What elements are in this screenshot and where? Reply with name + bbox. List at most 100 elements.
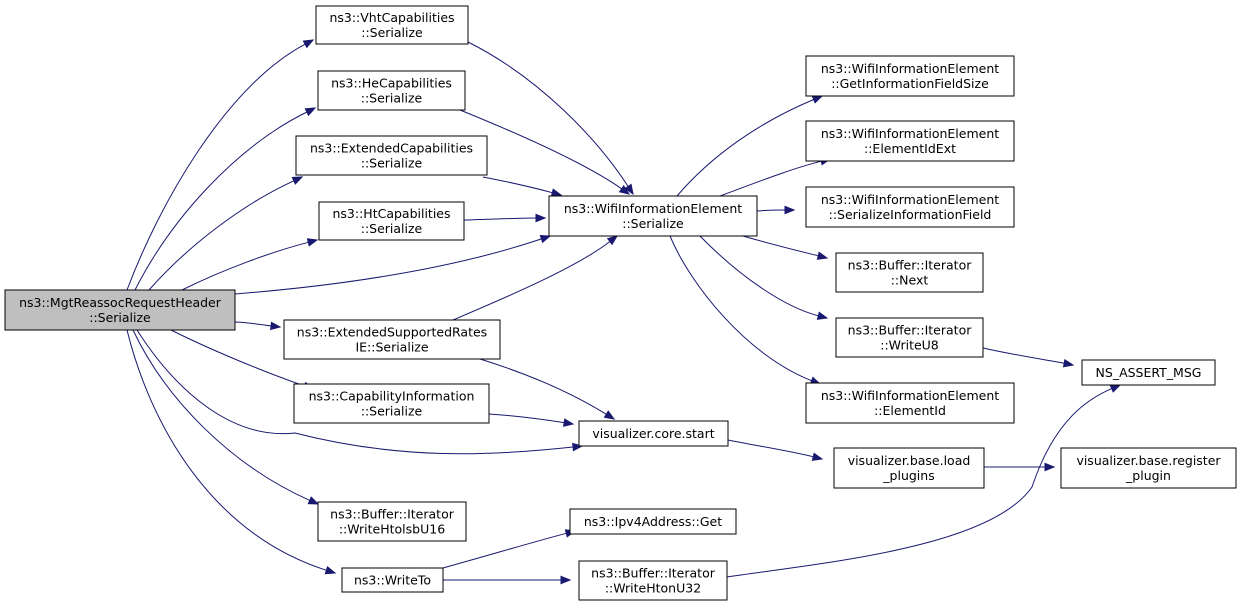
- node-label-line: ns3::CapabilityInformation: [309, 389, 475, 404]
- node-box: [283, 319, 501, 360]
- function-node-wie-element-id-ext[interactable]: ns3::WifiInformationElement::ElementIdEx…: [805, 120, 1015, 162]
- edge-line: [442, 532, 567, 569]
- edge-line: [234, 321, 272, 327]
- edge-line: [136, 329, 574, 455]
- node-label-line: ns3::VhtCapabilities: [329, 10, 454, 25]
- edge-line: [132, 329, 311, 501]
- node-box: [341, 567, 444, 593]
- node-label-line: ::SerializeInformationField: [829, 207, 992, 222]
- function-node-vht-serialize[interactable]: ns3::VhtCapabilities::Serialize: [315, 5, 469, 45]
- call-edge-ext_rates_serialize-to-wie_serialize: [452, 235, 619, 321]
- function-node-wie-get-size[interactable]: ns3::WifiInformationElement::GetInformat…: [805, 55, 1015, 97]
- node-box: [578, 560, 728, 601]
- edge-line: [756, 209, 786, 212]
- arrowhead-icon: [1044, 462, 1056, 472]
- function-node-visualizer-start[interactable]: visualizer.core.start: [578, 420, 729, 447]
- function-node-wie-element-id[interactable]: ns3::WifiInformationElement::ElementId: [805, 382, 1015, 424]
- node-label-line: visualizer.base.register: [1076, 453, 1221, 468]
- node-label-line: ns3::Buffer::Iterator: [848, 258, 973, 273]
- arrowhead-icon: [1109, 384, 1122, 393]
- node-label-line: ns3::ExtendedCapabilities: [310, 141, 473, 156]
- edge-line: [727, 439, 814, 458]
- node-label-line: ns3::WifiInformationElement: [821, 61, 999, 76]
- edge-line: [459, 109, 622, 190]
- function-node-register-plugin[interactable]: visualizer.base.register_plugin: [1060, 447, 1237, 489]
- arrowhead-icon: [539, 234, 552, 244]
- edge-line: [719, 160, 822, 197]
- call-edge-wie_serialize-to-wie_get_size: [676, 95, 824, 197]
- node-label-line: ns3::WriteTo: [354, 573, 431, 588]
- node-box: [805, 186, 1015, 228]
- edge-line: [467, 41, 629, 187]
- node-label-line: ::Serialize: [622, 216, 684, 231]
- arrowhead-icon: [606, 235, 619, 246]
- edge-line: [488, 413, 565, 424]
- function-node-load-plugins[interactable]: visualizer.base.load_plugins: [833, 447, 985, 489]
- arrowhead-icon: [535, 213, 547, 223]
- function-node-iter-next[interactable]: ns3::Buffer::Iterator::Next: [835, 252, 984, 293]
- call-edge-wie_serialize-to-wie_serialize_field: [756, 205, 796, 215]
- edge-line: [482, 176, 553, 194]
- node-label-line: ns3::HeCapabilities: [331, 76, 452, 91]
- node-box: [805, 55, 1015, 97]
- function-node-ht-serialize[interactable]: ns3::HtCapabilities::Serialize: [318, 201, 465, 241]
- edge-line: [479, 358, 607, 415]
- function-node-ext-cap-serialize[interactable]: ns3::ExtendedCapabilities::Serialize: [295, 135, 488, 176]
- function-node-he-serialize[interactable]: ns3::HeCapabilities::Serialize: [317, 70, 466, 111]
- call-edges: [126, 39, 1122, 585]
- call-edge-vht_serialize-to-wie_serialize: [467, 41, 634, 196]
- node-label-line: ::WriteHtolsbU16: [339, 522, 445, 537]
- node-label-line: ::Serialize: [361, 221, 423, 236]
- edge-line: [982, 347, 1065, 364]
- node-label-line: ns3::WifiInformationElement: [821, 388, 999, 403]
- node-label-line: visualizer.core.start: [592, 426, 714, 441]
- function-node-ns-assert-msg[interactable]: NS_ASSERT_MSG: [1081, 359, 1216, 386]
- call-edge-wie_serialize-to-iter_next: [742, 235, 829, 260]
- call-edge-visualizer_start-to-load_plugins: [727, 439, 824, 461]
- edge-line: [181, 241, 309, 291]
- function-node-mgt-reassoc[interactable]: ns3::MgtReassocRequestHeader::Serialize: [4, 289, 236, 331]
- node-label-line: IE::Serialize: [355, 340, 428, 355]
- node-label-line: ::ElementIdExt: [864, 141, 956, 156]
- edge-line: [726, 388, 1112, 578]
- node-box: [317, 501, 467, 542]
- node-box: [318, 201, 465, 241]
- call-edge-mgt_reassoc-to-write_to: [126, 329, 337, 575]
- node-box: [1081, 359, 1216, 386]
- arrowhead-icon: [291, 176, 304, 185]
- node-box: [315, 5, 469, 45]
- function-node-wie-serialize-field[interactable]: ns3::WifiInformationElement::SerializeIn…: [805, 186, 1015, 228]
- call-edge-mgt_reassoc-to-ht_serialize: [181, 238, 319, 291]
- node-label-line: ns3::Buffer::Iterator: [330, 507, 455, 522]
- node-box: [4, 289, 236, 331]
- node-label-line: ns3::ExtendedSupportedRates: [297, 325, 487, 340]
- call-edge-mgt_reassoc-to-ext_cap_serialize: [148, 176, 304, 291]
- call-edge-write_to-to-write_hton_u32: [443, 575, 572, 585]
- call-edge-ext_cap_serialize-to-wie_serialize: [482, 176, 563, 197]
- edge-line: [699, 235, 819, 317]
- call-edge-mgt_reassoc-to-write_htolsb_u16: [132, 329, 320, 505]
- edge-line: [170, 329, 305, 387]
- node-box: [295, 135, 488, 176]
- node-label-line: ::ElementId: [874, 403, 946, 418]
- node-label-line: _plugin: [1125, 468, 1171, 483]
- node-label-line: ns3::Buffer::Iterator: [848, 323, 973, 338]
- function-node-cap-info-serialize[interactable]: ns3::CapabilityInformation::Serialize: [293, 383, 490, 424]
- node-label-line: ::Next: [891, 273, 929, 288]
- node-label-line: ns3::HtCapabilities: [332, 206, 450, 221]
- arrowhead-icon: [324, 565, 337, 575]
- function-node-wie-serialize[interactable]: ns3::WifiInformationElement::Serialize: [548, 195, 758, 237]
- call-edge-mgt_reassoc-to-wie_serialize: [234, 234, 552, 295]
- node-label-line: NS_ASSERT_MSG: [1096, 365, 1202, 380]
- function-node-write-htolsb-u16[interactable]: ns3::Buffer::Iterator::WriteHtolsbU16: [317, 501, 467, 542]
- function-node-iter-write-u8[interactable]: ns3::Buffer::Iterator::WriteU8: [835, 317, 984, 358]
- call-edge-he_serialize-to-wie_serialize: [459, 109, 631, 195]
- node-label-line: visualizer.base.load: [848, 453, 971, 468]
- function-node-write-hton-u32[interactable]: ns3::Buffer::Iterator::WriteHtonU32: [578, 560, 728, 601]
- function-node-ipv4-get[interactable]: ns3::Ipv4Address::Get: [569, 508, 737, 535]
- call-edge-ext_rates_serialize-to-visualizer_start: [479, 358, 616, 420]
- function-node-write-to[interactable]: ns3::WriteTo: [341, 567, 444, 593]
- arrowhead-icon: [624, 183, 634, 196]
